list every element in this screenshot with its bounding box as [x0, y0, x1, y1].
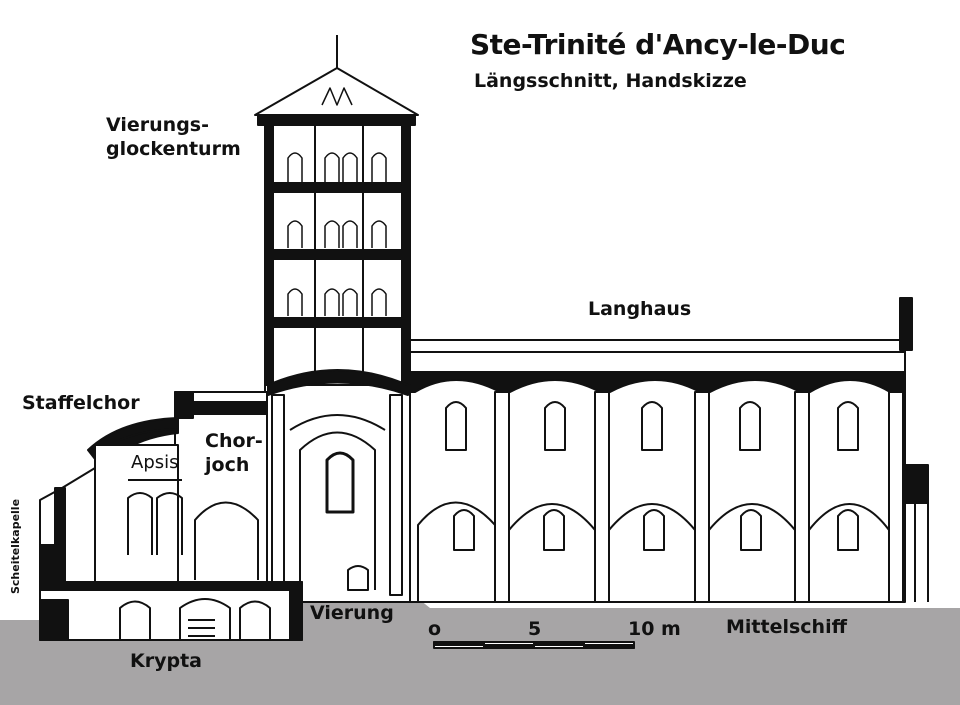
- label-scheitelkapelle: Scheitelkapelle: [9, 498, 23, 595]
- label-vierungsglockenturm-line2: glockenturm: [106, 138, 241, 160]
- label-langhaus: Langhaus: [588, 298, 692, 320]
- nave-piers: [494, 391, 904, 603]
- nave: [409, 297, 929, 603]
- label-vierung: Vierung: [310, 602, 394, 624]
- label-chorjoch-line1: Chor-: [205, 430, 263, 452]
- label-chorjoch-line2: joch: [205, 454, 250, 476]
- scale-tick-10: 10 m: [628, 618, 681, 640]
- label-staffelchor: Staffelchor: [22, 392, 140, 414]
- label-apsis: Apsis: [131, 452, 179, 473]
- scale-tick-0: o: [428, 618, 442, 640]
- crossing: [264, 369, 411, 603]
- label-krypta: Krypta: [130, 650, 202, 672]
- crypt: [39, 581, 303, 641]
- scale-bar: [433, 641, 635, 649]
- crossing-tower: [254, 35, 419, 386]
- drawing-subtitle: Längsschnitt, Handskizze: [474, 70, 747, 92]
- arcade-arches: [417, 501, 890, 602]
- label-mittelschiff: Mittelschiff: [726, 616, 847, 638]
- apse: [87, 417, 183, 583]
- choir-bay: [174, 391, 268, 583]
- radiating-chapel: [39, 467, 96, 586]
- scale-tick-5: 5: [528, 618, 542, 640]
- ground: [0, 600, 960, 705]
- drawing-title: Ste-Trinité d'Ancy-le-Duc: [470, 28, 846, 61]
- tower-openings: [287, 152, 387, 316]
- label-vierungsglockenturm-line1: Vierungs-: [106, 114, 209, 136]
- clerestory-windows: [445, 401, 859, 451]
